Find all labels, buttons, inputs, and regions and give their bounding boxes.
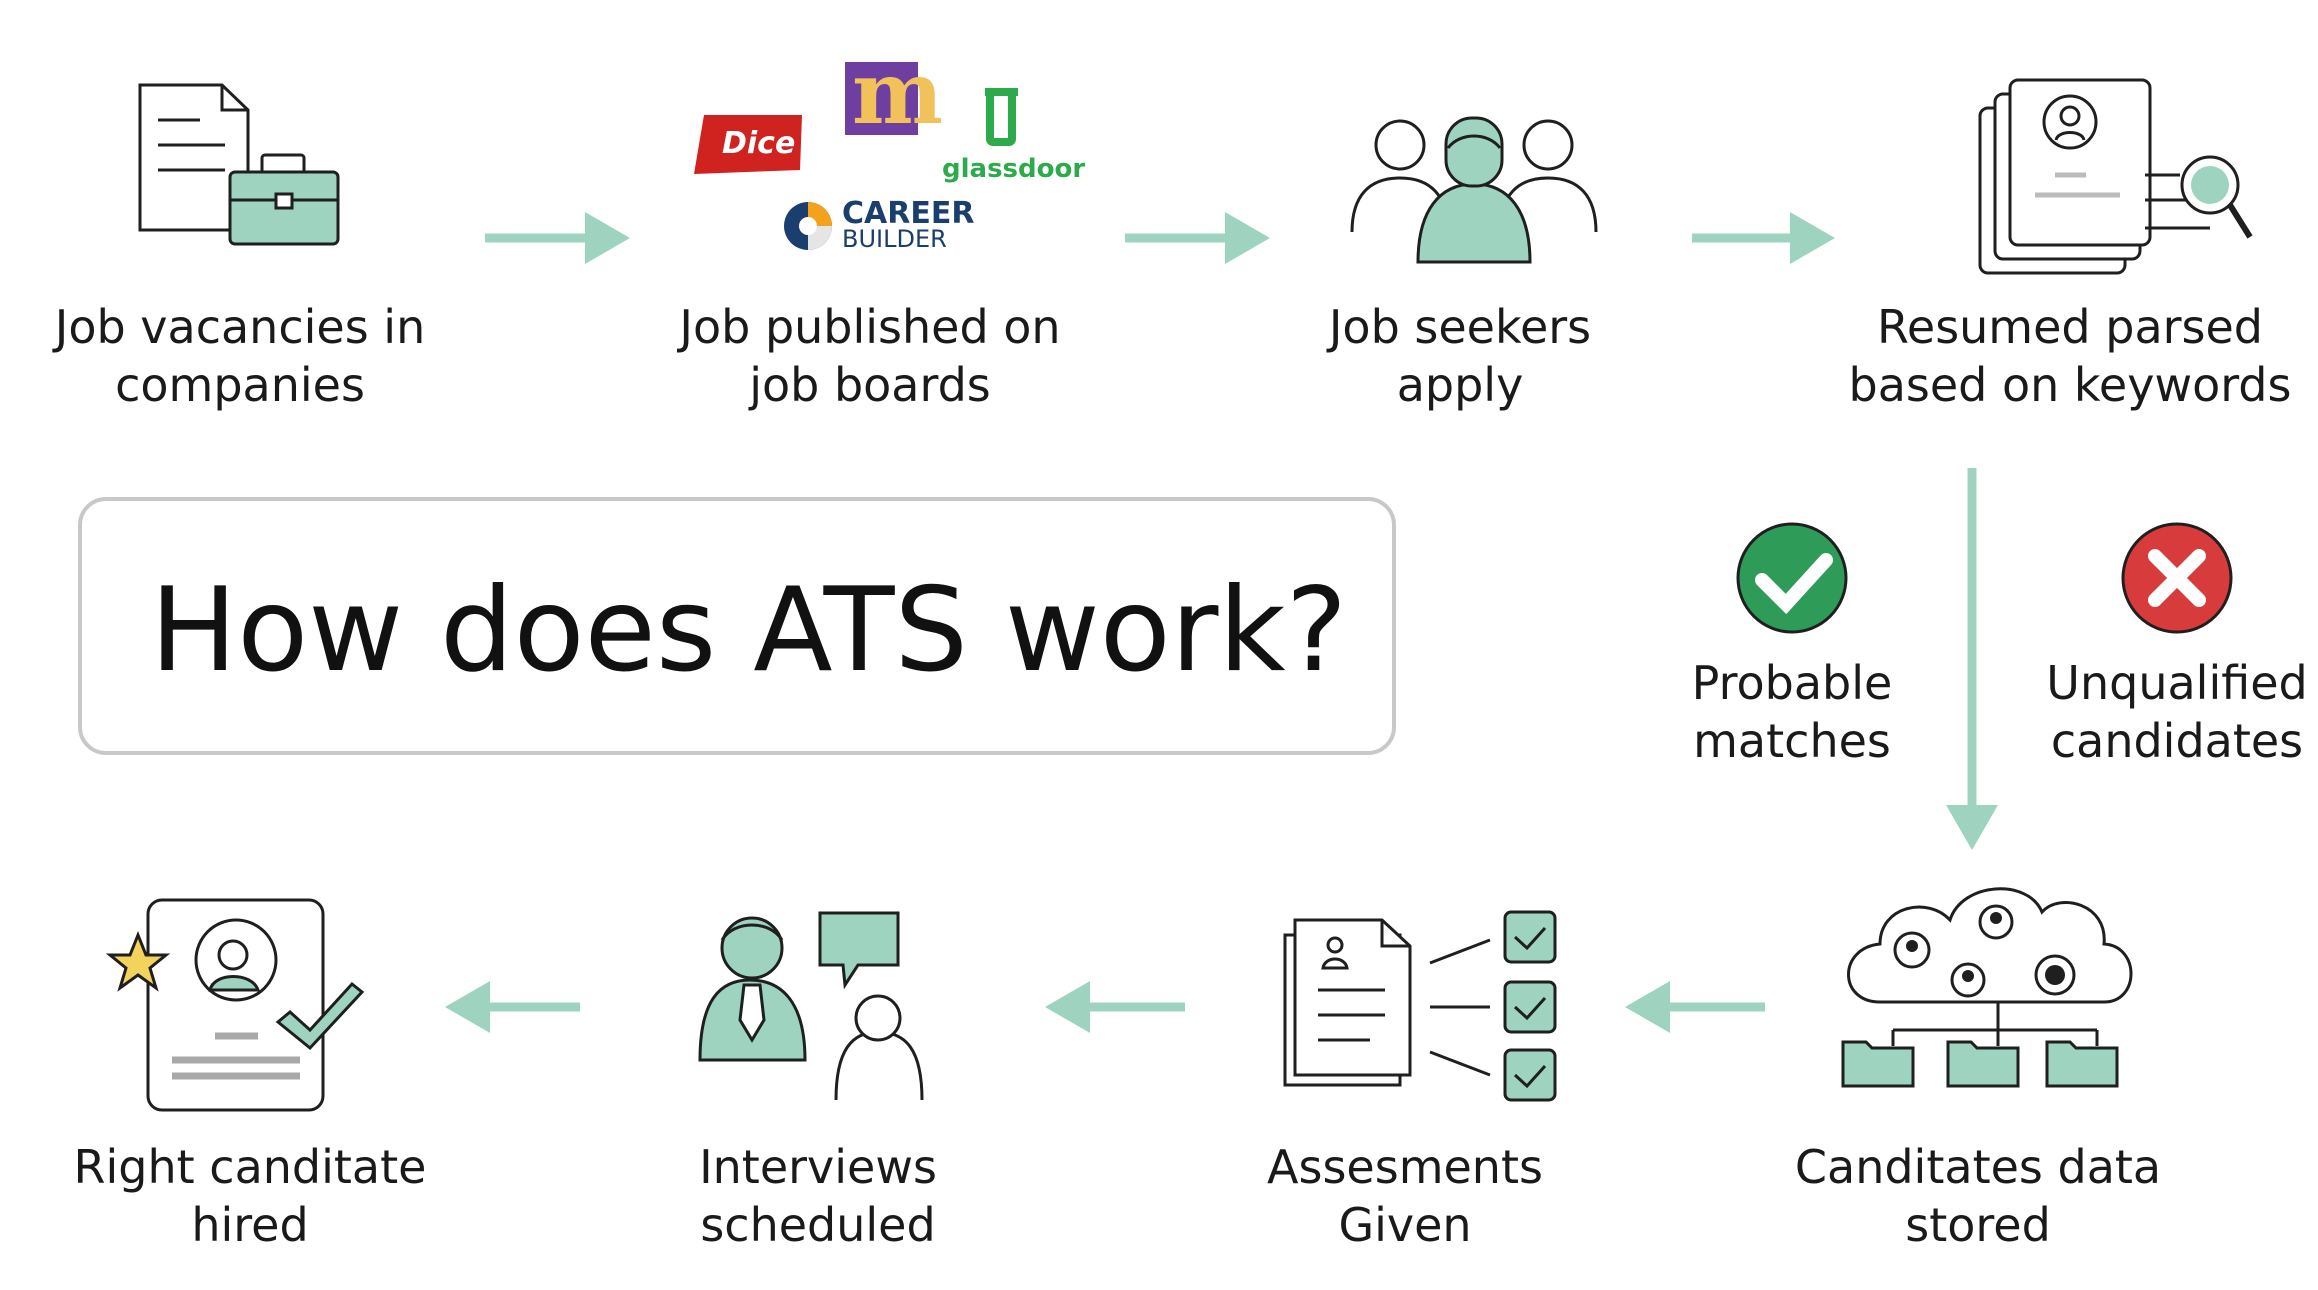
document-briefcase-icon [138, 83, 340, 246]
arrow-right-3 [1692, 212, 1835, 264]
cloud-folders-icon [1841, 887, 2133, 1088]
dice-logo [694, 115, 802, 174]
arrow-left-2 [1045, 981, 1185, 1033]
page-title: How does ATS work? [150, 563, 1348, 698]
monster-logo-text: m [852, 43, 943, 144]
arrow-right-2 [1125, 212, 1270, 264]
arrow-right-1 [485, 212, 630, 264]
monster-logo [845, 62, 918, 135]
careerbuilder-logo-text-1: CAREER [842, 196, 975, 231]
careerbuilder-logo-text-2: BUILDER [842, 225, 947, 253]
job-seekers-icon [1350, 116, 1598, 264]
arrow-left-1 [1625, 981, 1765, 1033]
x-circle-icon [2121, 522, 2233, 634]
arrow-left-3 [445, 981, 580, 1033]
glassdoor-logo-text: glassdoor [942, 154, 1086, 184]
assessment-checklist-icon [1283, 910, 1557, 1102]
arrow-down [1946, 468, 1998, 850]
check-circle-icon [1736, 522, 1848, 634]
hired-resume-icon [105, 898, 365, 1112]
careerbuilder-logo [784, 202, 832, 250]
interview-icon [698, 911, 924, 1101]
glassdoor-logo [985, 88, 1018, 146]
dice-logo-text: Dice [722, 126, 796, 161]
title-box [78, 497, 1396, 755]
resume-search-icon [1978, 78, 2253, 275]
